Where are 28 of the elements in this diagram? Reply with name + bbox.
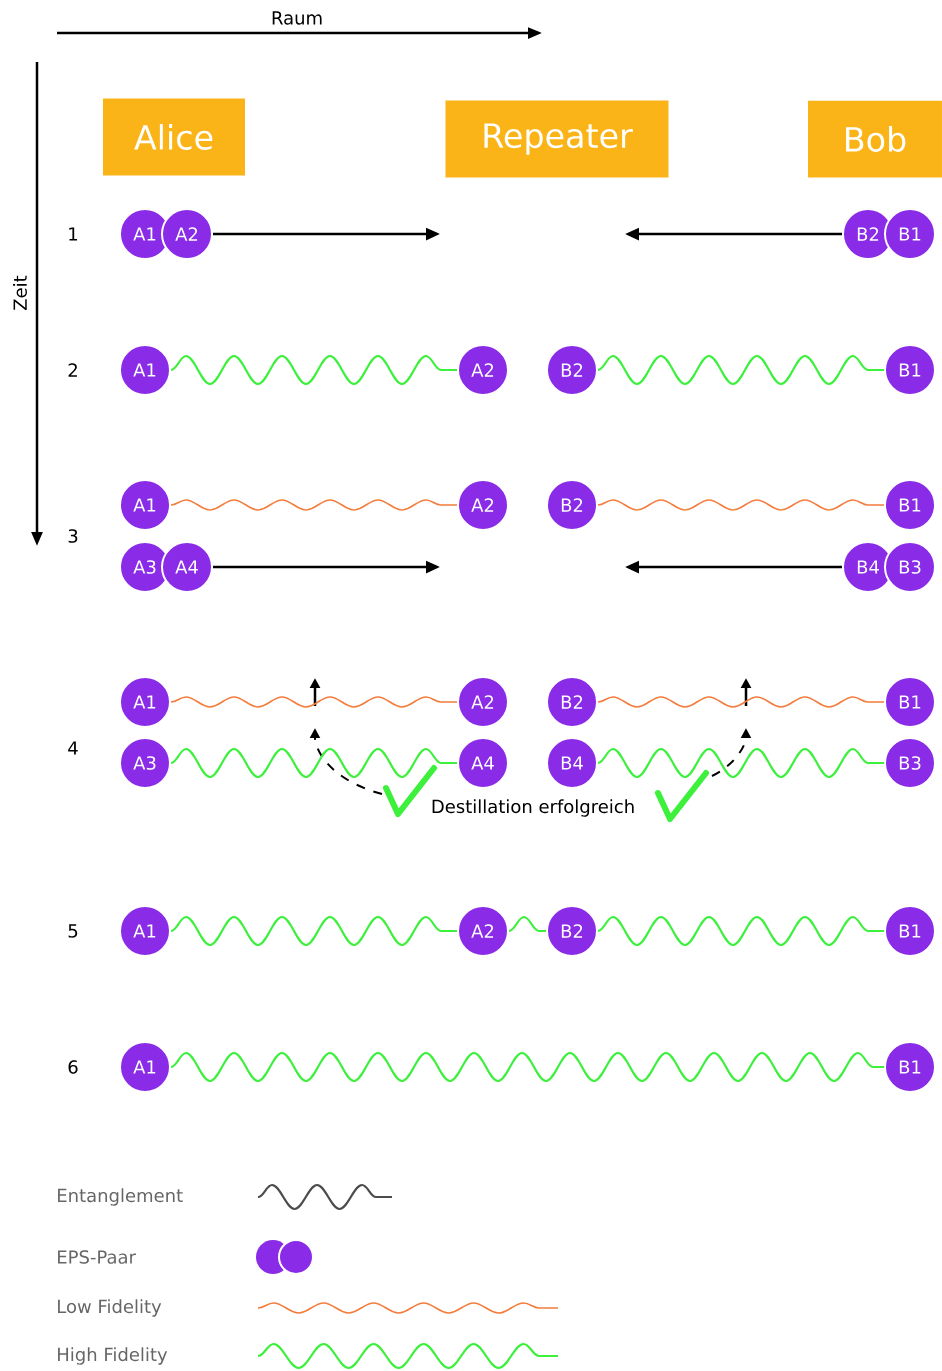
wavy-line (508, 915, 546, 933)
wavy-line (170, 747, 457, 779)
wavy-line (170, 499, 458, 511)
caption-text: Destillation erfolgreich (432, 799, 634, 817)
step-number: 2 (68, 363, 77, 377)
wavy-line (170, 1051, 884, 1083)
step-number: 6 (68, 1060, 78, 1074)
step-number: 1 (69, 227, 78, 241)
wavy-line (597, 696, 885, 708)
legend-label: EPS-Paar (58, 1250, 136, 1264)
wavy-line (597, 915, 884, 947)
step-number: 4 (68, 741, 78, 755)
legend-label: Entanglement (58, 1188, 183, 1206)
name-box: Alice (103, 98, 245, 176)
wavy-line (170, 915, 457, 947)
step-number: 5 (68, 924, 78, 938)
wavy-line (597, 747, 884, 779)
step-number: 3 (68, 529, 78, 543)
wavy-line (597, 354, 884, 386)
name-box: Repeater (445, 100, 669, 178)
axis-label: Raum (272, 11, 322, 25)
legend-label: Low Fidelity (58, 1299, 162, 1317)
legend-label: High Fidelity (58, 1347, 168, 1365)
name-box: Bob (808, 100, 942, 178)
axis-label: Zeit (13, 275, 27, 310)
wavy-line (170, 696, 458, 708)
wavy-line (597, 499, 885, 511)
wavy-line (170, 354, 457, 386)
